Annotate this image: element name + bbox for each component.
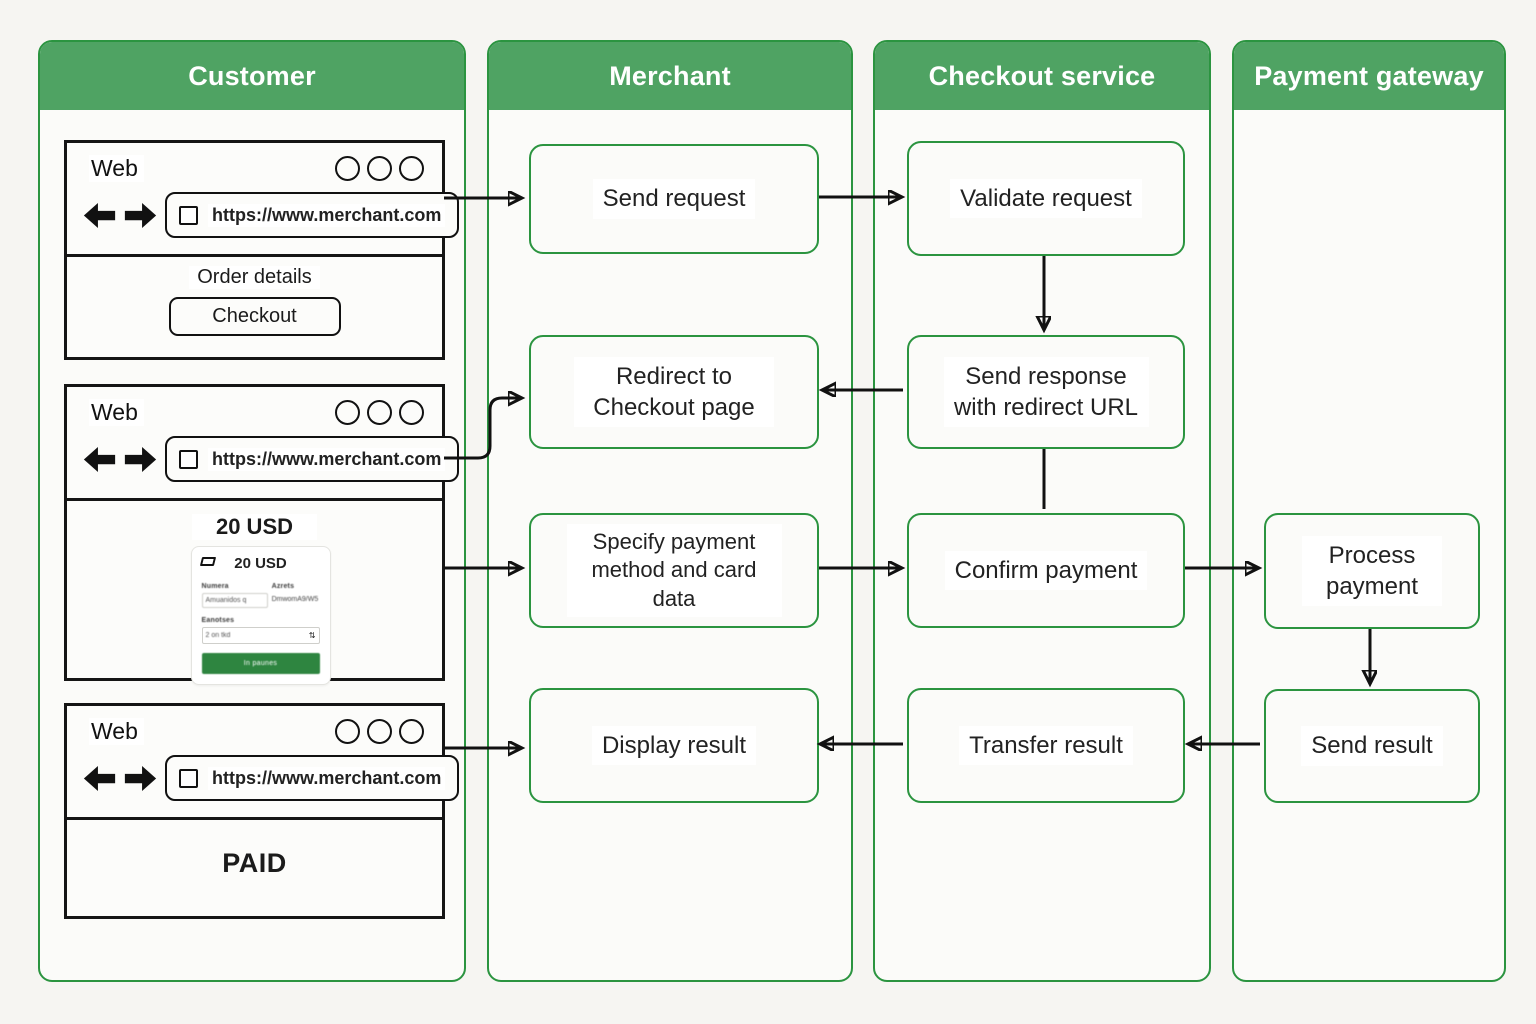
window-dot-icon[interactable] — [335, 400, 360, 425]
lane-header-customer: Customer — [40, 42, 464, 110]
card-field-label: Numera — [201, 583, 229, 590]
url-bar[interactable]: https://www.merchant.com — [165, 755, 460, 801]
step-send-request: Send request — [529, 144, 819, 254]
browser-title: Web — [89, 718, 144, 745]
step-label: Transfer result — [959, 725, 1133, 766]
window-controls[interactable] — [335, 400, 424, 425]
forward-icon[interactable] — [124, 765, 157, 791]
card-field-value: DmwomA9/W5 — [271, 596, 319, 603]
card-field-label: Azrets — [271, 583, 295, 590]
step-label: Send result — [1301, 726, 1443, 766]
pay-button[interactable]: In paunes — [201, 653, 320, 674]
browser-header: Web https://www.merchant.com — [67, 143, 460, 257]
url-text: https://www.merchant.com — [208, 203, 446, 227]
back-icon[interactable] — [83, 202, 116, 228]
back-icon[interactable] — [83, 765, 116, 791]
lane-payment-gateway: Payment gateway Process payment Send res… — [1232, 40, 1506, 982]
window-dot-icon[interactable] — [335, 156, 360, 181]
back-icon[interactable] — [83, 446, 116, 472]
step-display-result: Display result — [529, 688, 819, 803]
step-specify-payment: Specify payment method and card data — [529, 513, 819, 628]
expiry-value: 2 on tkd — [205, 632, 231, 639]
window-dot-icon[interactable] — [367, 719, 392, 744]
forward-icon[interactable] — [124, 202, 157, 228]
page-icon — [179, 205, 198, 225]
step-label: Send request — [592, 179, 756, 219]
step-label: Specify payment method and card data — [566, 523, 782, 618]
order-details-label: Order details — [189, 266, 320, 289]
browser-header: Web https://www.merchant.com — [67, 387, 460, 501]
url-text: https://www.merchant.com — [208, 447, 446, 471]
browser-title: Web — [89, 155, 144, 182]
browser-content-result: PAID — [67, 848, 442, 879]
step-redirect-to-checkout: Redirect to Checkout page — [529, 335, 819, 449]
checkout-button[interactable]: Checkout — [168, 297, 341, 336]
window-controls[interactable] — [335, 156, 424, 181]
lane-customer: Customer Web https:// — [38, 40, 466, 982]
lane-merchant: Merchant Send request Redirect to Checko… — [487, 40, 853, 982]
browser-window-checkout: Web https://www.merchant.com — [64, 384, 460, 685]
step-label: Send response with redirect URL — [943, 356, 1149, 428]
step-send-response: Send response with redirect URL — [907, 335, 1185, 449]
window-dot-icon[interactable] — [367, 156, 392, 181]
step-send-result: Send result — [1264, 689, 1480, 803]
browser-content-checkout: 20 USD 20 USD Numera Amuanidos q Azrets … — [67, 514, 442, 685]
lane-title-payment-gateway: Payment gateway — [1254, 60, 1484, 91]
card-amount: 20 USD — [234, 555, 287, 572]
step-label: Validate request — [950, 178, 1142, 219]
window-dot-icon[interactable] — [399, 400, 424, 425]
lane-header-checkout-service: Checkout service — [875, 42, 1209, 110]
browser-title: Web — [89, 399, 144, 426]
browser-header: Web https://www.merchant.com — [67, 706, 460, 820]
page-icon — [179, 449, 198, 469]
window-controls[interactable] — [335, 719, 424, 744]
lane-header-payment-gateway: Payment gateway — [1234, 42, 1504, 110]
window-dot-icon[interactable] — [335, 719, 360, 744]
url-text: https://www.merchant.com — [208, 766, 446, 790]
card-field-label: Eanotses — [201, 617, 235, 624]
lane-header-merchant: Merchant — [489, 42, 851, 110]
expiry-field[interactable]: 2 on tkd ⇅ — [201, 627, 320, 644]
browser-content-order: Order details Checkout — [67, 266, 442, 336]
amount-heading: 20 USD — [191, 514, 318, 540]
forward-icon[interactable] — [124, 446, 157, 472]
lane-title-customer: Customer — [188, 60, 316, 91]
step-label: Confirm payment — [944, 550, 1148, 591]
lane-checkout-service: Checkout service Validate request Send r… — [873, 40, 1211, 982]
step-label: Process payment — [1302, 535, 1442, 607]
step-label: Display result — [591, 725, 757, 766]
step-validate-request: Validate request — [907, 141, 1185, 256]
window-dot-icon[interactable] — [367, 400, 392, 425]
step-process-payment: Process payment — [1264, 513, 1480, 629]
paid-status-label: PAID — [222, 848, 287, 878]
browser-window-result: Web https://www.merchant.com — [64, 703, 460, 919]
url-bar[interactable]: https://www.merchant.com — [165, 192, 460, 238]
step-confirm-payment: Confirm payment — [907, 513, 1185, 628]
lane-title-merchant: Merchant — [609, 60, 731, 91]
url-bar[interactable]: https://www.merchant.com — [165, 436, 460, 482]
lane-title-checkout-service: Checkout service — [928, 60, 1156, 91]
card-number-field[interactable]: Amuanidos q — [201, 593, 268, 608]
window-dot-icon[interactable] — [399, 156, 424, 181]
window-dot-icon[interactable] — [399, 719, 424, 744]
browser-window-order: Web https://www.merchant.com — [64, 140, 460, 360]
step-transfer-result: Transfer result — [907, 688, 1185, 803]
step-label: Redirect to Checkout page — [574, 356, 774, 428]
payment-card-form: 20 USD Numera Amuanidos q Azrets DmwomA9… — [190, 546, 331, 685]
page-icon — [179, 768, 198, 788]
updown-icon: ⇅ — [308, 631, 316, 640]
card-icon — [199, 557, 216, 566]
